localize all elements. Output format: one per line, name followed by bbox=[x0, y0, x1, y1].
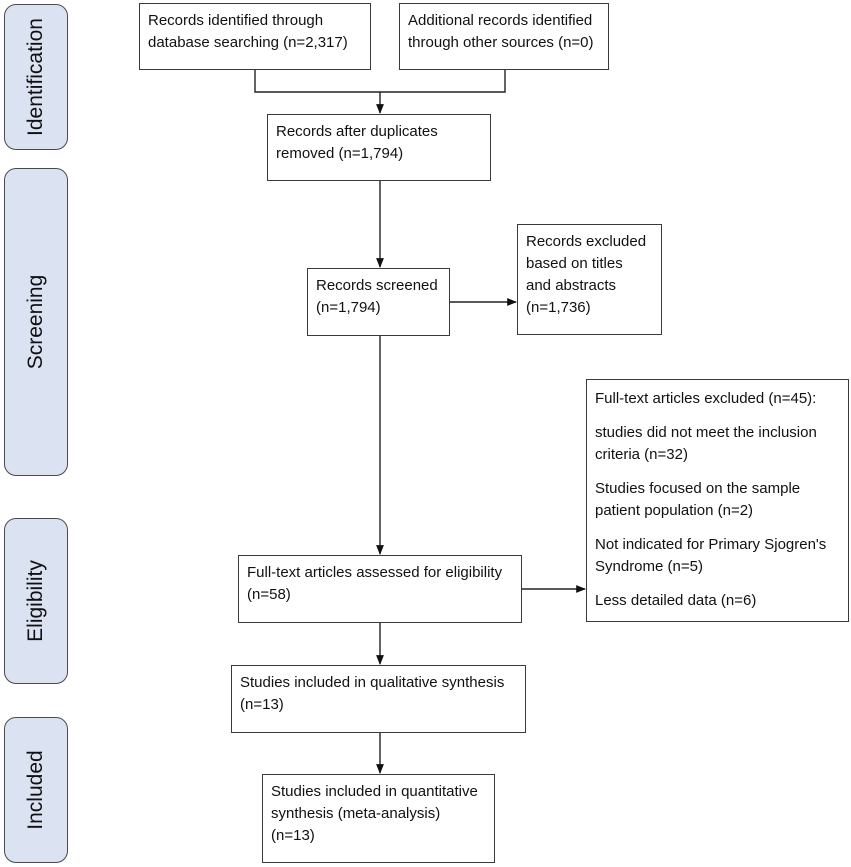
box-full-text-assessed-line-1: Full-text articles assessed for eligibil… bbox=[247, 564, 503, 581]
exclusion-reason-1-line-1: studies did not meet the inclusion bbox=[595, 424, 817, 441]
box-database-search-line-2: database searching (n=2,317) bbox=[148, 34, 348, 51]
box-records-screened: Records screened (n=1,794) bbox=[307, 268, 450, 336]
box-quantitative-synthesis: Studies included in quantitative synthes… bbox=[262, 774, 495, 863]
box-database-search: Records identified through database sear… bbox=[139, 3, 371, 70]
full-text-excluded-header: Full-text articles excluded (n=45): bbox=[595, 388, 840, 410]
stage-eligibility-label: Eligibility bbox=[24, 560, 47, 642]
exclusion-reason-2: Studies focused on the sample patient po… bbox=[595, 478, 840, 522]
box-records-screened-line-2: (n=1,794) bbox=[316, 299, 381, 316]
exclusion-reason-2-line-1: Studies focused on the sample bbox=[595, 480, 801, 497]
stage-included: Included bbox=[4, 717, 68, 863]
box-quantitative-line-2: synthesis (meta-analysis) bbox=[271, 805, 441, 822]
exclusion-reason-3-line-1: Not indicated for Primary Sjogren's bbox=[595, 536, 827, 553]
box-other-sources: Additional records identified through ot… bbox=[399, 3, 609, 70]
full-text-excluded-header-text: Full-text articles excluded (n=45): bbox=[595, 390, 817, 407]
box-records-screened-line-1: Records screened bbox=[316, 277, 438, 294]
box-records-excluded-titles: Records excluded based on titles and abs… bbox=[517, 224, 662, 335]
box-records-excluded-line-1: Records excluded bbox=[526, 233, 647, 250]
stage-identification: Identification bbox=[4, 4, 68, 150]
box-records-excluded-line-4: (n=1,736) bbox=[526, 299, 591, 316]
stage-eligibility: Eligibility bbox=[4, 518, 68, 684]
box-database-search-line-1: Records identified through bbox=[148, 12, 324, 29]
box-records-excluded-line-2: based on titles bbox=[526, 255, 623, 272]
stage-included-label: Included bbox=[24, 750, 47, 830]
stage-screening-label: Screening bbox=[24, 274, 47, 370]
exclusion-reason-1: studies did not meet the inclusion crite… bbox=[595, 422, 840, 466]
stage-identification-label: Identification bbox=[24, 18, 47, 136]
box-full-text-excluded: Full-text articles excluded (n=45): stud… bbox=[586, 379, 849, 622]
box-other-sources-line-1: Additional records identified bbox=[408, 12, 593, 29]
box-qualitative-line-1: Studies included in qualitative synthesi… bbox=[240, 674, 505, 691]
box-other-sources-line-2: through other sources (n=0) bbox=[408, 34, 594, 51]
exclusion-reason-4-line-1: Less detailed data (n=6) bbox=[595, 592, 757, 609]
exclusion-reason-3: Not indicated for Primary Sjogren's Synd… bbox=[595, 534, 840, 578]
box-qualitative-synthesis: Studies included in qualitative synthesi… bbox=[231, 665, 526, 733]
exclusion-reason-2-line-2: patient population (n=2) bbox=[595, 502, 754, 519]
exclusion-reason-3-line-2: Syndrome (n=5) bbox=[595, 558, 703, 575]
stage-screening: Screening bbox=[4, 168, 68, 476]
box-full-text-assessed-line-2: (n=58) bbox=[247, 586, 291, 603]
box-after-duplicates-line-2: removed (n=1,794) bbox=[276, 145, 404, 162]
box-quantitative-line-3: (n=13) bbox=[271, 827, 315, 844]
box-records-excluded-line-3: and abstracts bbox=[526, 277, 617, 294]
box-after-duplicates-line-1: Records after duplicates bbox=[276, 123, 438, 140]
box-qualitative-line-2: (n=13) bbox=[240, 696, 284, 713]
exclusion-reason-1-line-2: criteria (n=32) bbox=[595, 446, 688, 463]
box-after-duplicates: Records after duplicates removed (n=1,79… bbox=[267, 114, 491, 181]
connector-identification-merge bbox=[254, 70, 506, 93]
exclusion-reason-4: Less detailed data (n=6) bbox=[595, 590, 840, 612]
box-quantitative-line-1: Studies included in quantitative bbox=[271, 783, 478, 800]
box-full-text-assessed: Full-text articles assessed for eligibil… bbox=[238, 555, 522, 623]
